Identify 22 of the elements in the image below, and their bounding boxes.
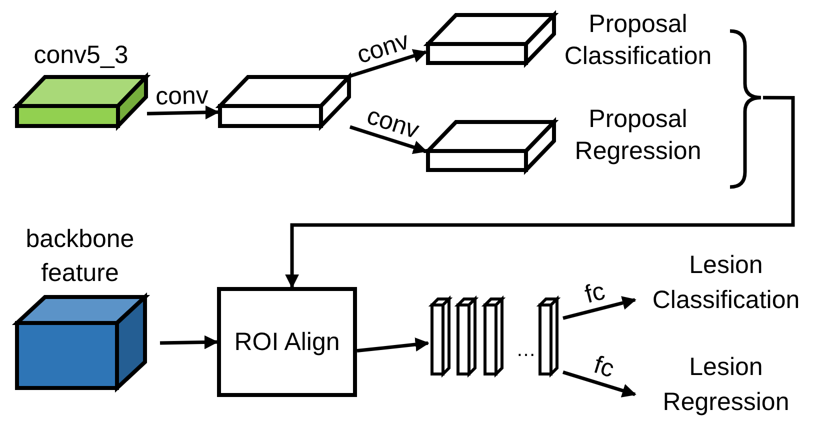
- edge-label: conv: [362, 100, 424, 146]
- edge-label: fc: [580, 276, 609, 311]
- ellipsis-label: …: [516, 338, 536, 363]
- output-label: Lesion Regression: [635, 350, 817, 424]
- edge-label: conv: [352, 26, 414, 72]
- block-heading: backbone feature: [24, 224, 136, 289]
- arrow: [356, 338, 430, 353]
- block-heading: conv5_3: [32, 40, 130, 71]
- arrow: [285, 96, 795, 288]
- output-label: Lesion Classification: [635, 248, 817, 322]
- arrow: [562, 370, 636, 398]
- arrow: [146, 105, 220, 120]
- process-box: [217, 287, 357, 397]
- edge-label: fc: [590, 350, 618, 386]
- arrow: [160, 335, 218, 350]
- block-caption: Proposal Regression: [574, 104, 702, 167]
- block-caption: Proposal Classification: [563, 9, 713, 72]
- arrow: [349, 125, 428, 154]
- box-label: ROI Align: [234, 326, 340, 358]
- arrow: [562, 296, 636, 320]
- arrow: [349, 49, 428, 78]
- edge-label: conv: [154, 80, 210, 112]
